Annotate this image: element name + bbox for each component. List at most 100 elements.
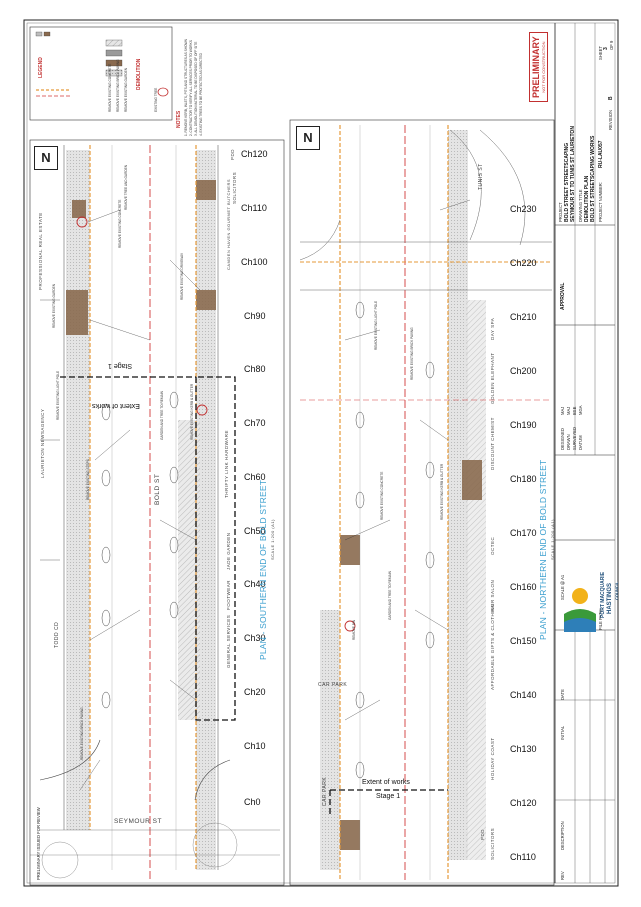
annotation: REMOVE EXISTING CONCRETE [118,199,122,248]
chainage-label: Ch180 [510,474,537,484]
chainage-label: Ch170 [510,528,537,538]
north-arrow-right: N [296,126,320,150]
chainage-label: Ch90 [244,311,266,321]
annotation: GARDEN AND TREE TO REMAIN [160,391,164,440]
shop-label: DAY SPA [490,317,495,340]
shop-label: CAMDEN HAVEN GOURMET BUTCHERS [226,178,231,270]
legend-subtitle: DEMOLITION [136,58,142,90]
legend-title: LEGEND [38,57,44,78]
description-header: DESCRIPTION [560,821,565,850]
chainage-label: Ch110 [510,852,536,862]
date-header: DATE [560,689,565,700]
legend-item: REMOVE EXISTING GARDEN [124,67,128,112]
chainage-label: Ch0 [244,797,261,807]
chainage-label: Ch100 [241,257,268,267]
annotation: REMOVE EXISTING CONCRETE [380,471,384,520]
legend-item: EXISTING TREE [154,87,158,112]
note-line: 3. ALL DEMOLITION MATERIAL TO BE DISPOSE… [194,41,198,136]
street-car-park-2: CAR PARK [322,776,328,806]
annotation: GARDEN AND TREE TO REMAIN [388,571,392,620]
tb-project-label: PROJECT [558,202,563,222]
extent-label-left-stage: Stage 1 [108,362,133,369]
chainage-label: Ch110 [241,203,267,213]
tb-drawing-2: BOLD ST STREETSCAPING WORKS [590,135,596,222]
shop-label: SOLICITORS [232,171,237,204]
chainage-label: Ch70 [244,418,266,428]
annotation: REMOVE EXISTING LIGHT POLE [56,370,60,420]
plan-title-south: PLAN - SOUTHERN END OF BOLD STREET [258,479,268,660]
chainage-label: Ch220 [510,258,537,268]
shop-label: DISCOUNT CHEMIST [490,417,495,470]
chainage-label: Ch50 [244,526,266,536]
annotation: REMOVE TREE AND GARDEN [124,164,128,210]
chainage-label: Ch160 [510,582,537,592]
extent-text: Extent of works [92,402,140,409]
tb-designed-val: MAJ [560,406,565,415]
chainage-label: Ch40 [244,579,266,589]
chainage-label: Ch10 [244,741,266,751]
north-arrow-left: N [34,146,58,170]
tb-datum-val: MGA [578,405,583,415]
chainage-label: Ch120 [510,798,537,808]
tb-revision-label: REVISION [608,109,613,130]
chainage-label: Ch190 [510,420,537,430]
shop-label: AFFORDABLE GIFTS & CLOTHING [490,603,495,690]
tb-surveyed-val: BSE [572,406,577,415]
tb-project-2: SEYMOUR ST TO TUNIS ST LAURIETON [570,126,576,222]
shop-label: HOLIDAY COAST [490,737,495,780]
tb-surveyed: SURVEYED [572,427,577,450]
tb-revision: B [608,96,614,100]
shop-label: FOOTWEAR [226,580,231,610]
annotation: REMOVE EXISTING BRICK PAVING [410,327,414,380]
annotation: REMOVE EXISTING LIGHT POLE [374,300,378,350]
note-line: 2. CONTRACTOR TO VERIFY ALL SERVICES PRI… [189,40,193,136]
tb-datum: DATUM [578,435,583,450]
preliminary-stamp: PRELIMINARY NOT FOR CONSTRUCTION [529,32,548,102]
shop-label: PDD [230,148,235,160]
chainage-label: Ch30 [244,633,266,643]
tb-drawn: DRAWN [566,434,571,450]
annotation: REMOVE EXISTING DRIVEWAY [180,252,184,300]
tb-drawn-val: MAJ [566,406,571,415]
note-line: 1. REMOVE KERB, INLETS, PITS AND STRUCTU… [184,39,188,136]
street-tunis: TUNIS ST [478,163,484,190]
plan-scale-north: SCALE 1:200 (A1) [550,519,555,560]
street-todd: TODD CD [54,621,60,648]
tb-project-number: RU-LAU057 [598,140,604,168]
shop-label: SOLICITORS [490,827,495,860]
council-logo [564,588,596,632]
chainage-label: Ch130 [510,744,537,754]
tb-sheet-of: OF 9 [609,40,614,50]
shop-label: PDD [480,828,485,840]
shop-label: LAURIETON NEWSAGENCY [40,408,45,478]
chainage-label: Ch200 [510,366,537,376]
annotation: REMOVE EXISTING GARDEN [52,283,56,328]
chainage-label: Ch20 [244,687,266,697]
annotation: REMOVE EXISTING BRICK PAVING [80,707,84,760]
notes-title: NOTES [176,110,182,128]
shop-label: PROFESSIONAL REAL ESTATE [38,212,43,290]
shop-label: OCTEC [490,536,495,555]
plan-scale-south: SCALE 1:200 (A1) [270,519,275,560]
shop-label: THRIFTY LINK HARDWARE [224,429,229,498]
annotation: REMOVE BIN [352,619,356,640]
extent-label-left: Extent of works [92,402,140,409]
tb-drawing-label: DRAWING TITLE [578,189,583,222]
shop-label: GOLDEN ELEPHANT [490,352,495,404]
chainage-label: Ch150 [510,636,537,646]
rev-row: PRELIMINARY ISSUED FOR REVIEW [36,807,41,880]
shop-label: JADE GARDEN [226,532,231,570]
extent-label-right: Extent of works [362,779,410,786]
annotation: REMOVE EXISTING KERB & GUTTER [190,383,194,440]
council-name-3: COUNCIL [614,581,619,600]
preliminary-sub: NOT FOR CONSTRUCTION [541,41,546,93]
tb-project-number-label: PROJECT NUMBER: [598,182,603,222]
annotation: REMOVE EXISTING STEPS [86,459,90,500]
rev-header: REV [560,871,565,880]
extent-label-right-stage: Stage 1 [376,793,401,800]
chainage-label: Ch230 [510,204,537,214]
tb-designed: DESIGNED [560,428,565,450]
chainage-label: Ch80 [244,364,266,374]
